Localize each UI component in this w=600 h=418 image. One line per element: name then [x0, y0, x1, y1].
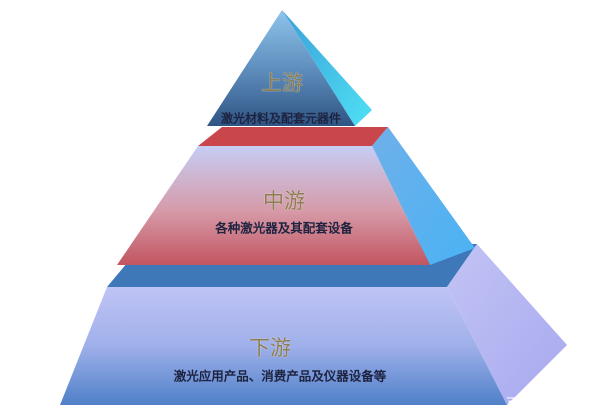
- upstream-description: 激光材料及配套元器件: [220, 111, 342, 126]
- top-tier-front-face: [207, 10, 355, 126]
- midstream-title: 中游: [263, 189, 305, 213]
- middle-tier-front-face: [117, 146, 430, 265]
- bottom-tier-side-face: [447, 244, 567, 405]
- bottom-tier-front-face: [60, 287, 507, 405]
- upstream-title: 上游: [261, 71, 303, 95]
- top-tier-side-face: [282, 10, 372, 126]
- midstream-description: 各种激光器及其配套设备: [215, 220, 353, 236]
- downstream-title: 下游: [249, 336, 291, 360]
- watermark: 百家: [506, 395, 537, 413]
- middle-tier-side-face: [372, 127, 475, 265]
- downstream-description: 激光应用产品、消费产品及仪器设备等: [173, 368, 387, 384]
- middle-tier-top-face: [198, 127, 388, 146]
